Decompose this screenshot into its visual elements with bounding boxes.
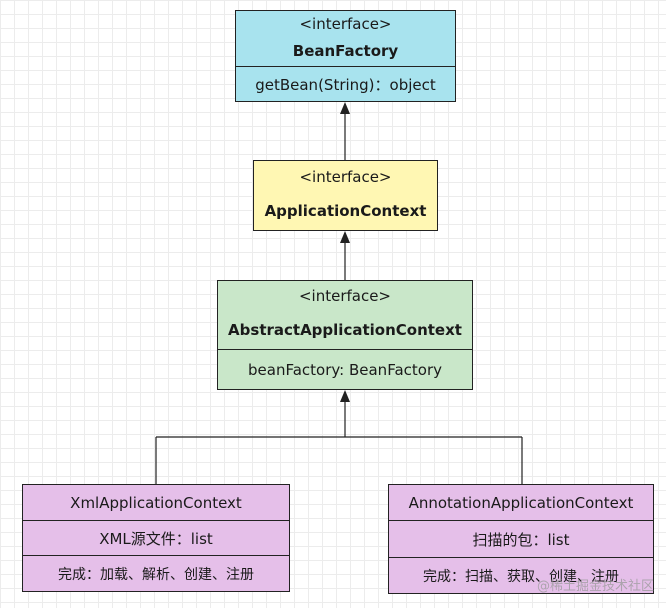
arrowhead-beanfactory — [340, 102, 350, 114]
xml-name: XmlApplicationContext — [70, 493, 242, 512]
application-context-stereotype: <interface> — [299, 167, 392, 186]
annotation-name: AnnotationApplicationContext — [408, 493, 634, 512]
xml-method: 完成：加载、解析、创建、注册 — [23, 555, 289, 591]
abstract-name: AbstractApplicationContext — [228, 321, 462, 339]
application-context-name: ApplicationContext — [264, 202, 427, 220]
xml-application-context-box: XmlApplicationContext XML源文件：list 完成：加载、… — [22, 484, 290, 592]
beanfactory-name: BeanFactory — [292, 42, 399, 60]
arrowhead-application-context — [340, 231, 350, 243]
xml-member: XML源文件：list — [23, 520, 289, 555]
annotation-method: 完成：扫描、获取、创建、注册 — [389, 557, 653, 593]
watermark: @稀土掘金技术社区 — [536, 579, 654, 594]
arrowhead-abstract — [340, 390, 350, 402]
annotation-application-context-box: AnnotationApplicationContext 扫描的包：list 完… — [388, 484, 654, 594]
beanfactory-stereotype: <interface> — [299, 14, 392, 33]
abstract-stereotype: <interface> — [298, 287, 392, 305]
abstract-member: beanFactory: BeanFactory — [218, 349, 472, 389]
abstract-application-context-box: <interface> AbstractApplicationContext b… — [217, 280, 473, 390]
beanfactory-member: getBean(String)：object — [236, 66, 455, 101]
beanfactory-box: <interface> BeanFactory getBean(String)：… — [235, 10, 456, 102]
annotation-member: 扫描的包：list — [389, 520, 653, 557]
application-context-box: <interface> ApplicationContext — [253, 160, 438, 231]
